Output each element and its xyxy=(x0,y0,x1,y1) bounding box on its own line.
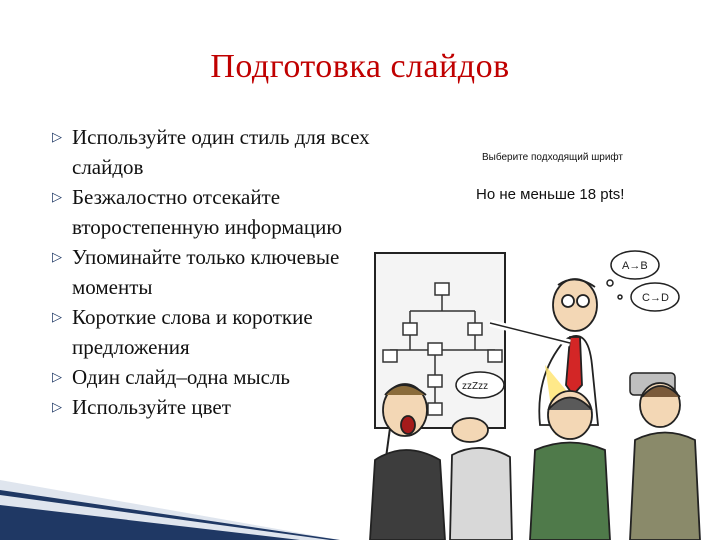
triangle-right-icon: ▷ xyxy=(52,309,62,324)
triangle-right-icon: ▷ xyxy=(52,369,62,384)
bubble-cd-text: C→D xyxy=(642,292,669,304)
bullet-item: ▷ Упоминайте только ключевые моменты xyxy=(50,242,410,302)
triangle-right-icon: ▷ xyxy=(52,399,62,414)
bullet-item: ▷ Один слайд–одна мысль xyxy=(50,362,410,392)
bullet-text: Упоминайте только ключевые моменты xyxy=(72,245,340,299)
bullet-list: ▷ Используйте один стиль для всех слайдов… xyxy=(50,122,410,422)
triangle-right-icon: ▷ xyxy=(52,189,62,204)
presentation-cartoon: A→B C→D zzZzz xyxy=(369,250,701,540)
bullet-item: ▷ Безжалостно отсекайте второстепенную ин… xyxy=(50,182,410,242)
bullet-text: Используйте цвет xyxy=(72,395,231,419)
bullet-text: Короткие слова и короткие предложения xyxy=(72,305,313,359)
bullet-item: ▷ Используйте один стиль для всех слайдов xyxy=(50,122,410,182)
font-size-hint: Но не меньше 18 pts! xyxy=(476,186,625,203)
corner-decoration xyxy=(0,480,340,540)
audience xyxy=(369,382,701,540)
triangle-right-icon: ▷ xyxy=(52,249,62,264)
bullet-text: Безжалостно отсекайте второстепенную инф… xyxy=(72,185,343,239)
snore-text: zzZzz xyxy=(462,381,488,392)
bullet-text: Используйте один стиль для всех слайдов xyxy=(72,125,370,179)
slide-title: Подготовка слайдов xyxy=(210,48,510,85)
font-hint: Выберите подходящий шрифт xyxy=(482,152,623,163)
bullet-item: ▷ Короткие слова и короткие предложения xyxy=(50,302,410,362)
bullet-text: Один слайд–одна мысль xyxy=(72,365,291,389)
snore-bubble xyxy=(455,371,505,399)
thought-bubbles xyxy=(606,250,680,312)
bullet-item: ▷ Используйте цвет xyxy=(50,392,410,422)
flowchart xyxy=(382,282,503,416)
bubble-ab-text: A→B xyxy=(622,260,648,272)
triangle-right-icon: ▷ xyxy=(52,129,62,144)
